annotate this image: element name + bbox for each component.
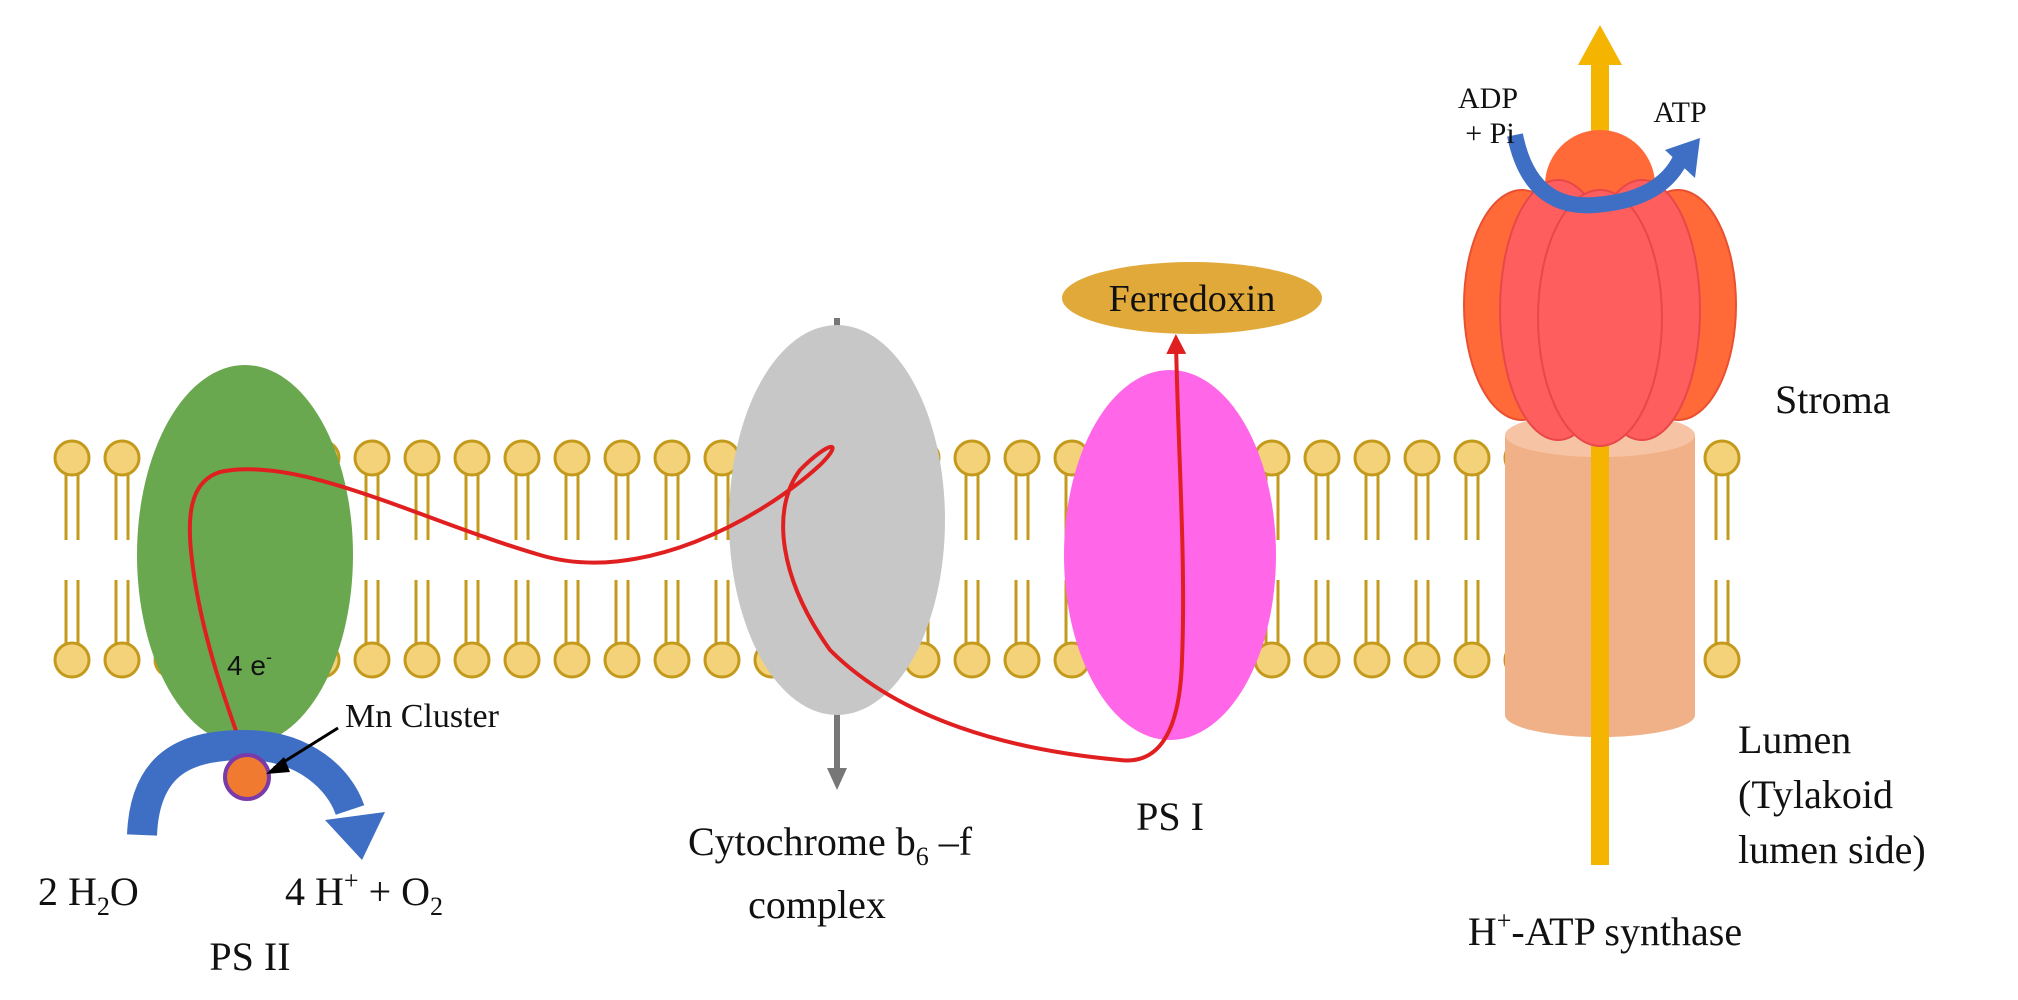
lipid-head <box>1453 641 1491 679</box>
lipid-head <box>1703 641 1741 679</box>
water-label: 2 H2O <box>38 869 139 921</box>
lipid-head <box>1403 439 1441 477</box>
lipid-head <box>553 641 591 679</box>
lipid-head <box>953 641 991 679</box>
lipid-head <box>53 641 91 679</box>
lipid-head <box>403 641 441 679</box>
mn-cluster: Mn Cluster <box>223 698 500 801</box>
lipid-head <box>603 641 641 679</box>
cytochrome-label-line2: complex <box>748 882 886 927</box>
lipid-head <box>1353 439 1391 477</box>
atp-synthase-f1 <box>1463 130 1737 447</box>
ferredoxin: Ferredoxin <box>1062 262 1322 334</box>
ps2-label: PS II <box>209 934 290 979</box>
lipid-head <box>353 641 391 679</box>
lipid-head <box>103 641 141 679</box>
electron-transport-path <box>187 334 1187 763</box>
lipid-head <box>653 439 691 477</box>
cytochrome-complex <box>729 325 945 715</box>
lipid-head <box>103 439 141 477</box>
ps1-complex <box>1064 370 1276 740</box>
lipid-head <box>703 641 741 679</box>
adp-to-atp-arrow <box>1507 133 1700 214</box>
lipid-head <box>953 439 991 477</box>
lipid-head <box>1303 439 1341 477</box>
lipid-head <box>1403 641 1441 679</box>
lumen-label-line2: (Tylakoid <box>1738 772 1893 817</box>
lipid-head <box>453 439 491 477</box>
atp-label: ATP <box>1653 96 1706 129</box>
lipid-head <box>1303 641 1341 679</box>
water-splitting-arrow <box>127 729 385 860</box>
lumen-label-line3: lumen side) <box>1738 827 1926 872</box>
cytochrome-label-line1: Cytochrome b6 –f <box>688 819 973 871</box>
ps1-label: PS I <box>1136 794 1204 839</box>
adp-label-line1: ADP <box>1458 82 1518 115</box>
ferredoxin-label: Ferredoxin <box>1109 278 1276 320</box>
lipid-head <box>1353 641 1391 679</box>
atp-synthase-label: H+-ATP synthase <box>1468 906 1742 954</box>
lipid-head <box>453 641 491 679</box>
lipid-head <box>1003 641 1041 679</box>
lipid-head <box>353 439 391 477</box>
ps2-complex <box>137 365 353 745</box>
four-electrons-label: 4 e- <box>227 647 272 681</box>
lipid-head <box>403 439 441 477</box>
lipid-head <box>503 641 541 679</box>
lipid-head <box>553 439 591 477</box>
lipid-head <box>1003 439 1041 477</box>
lipid-head <box>503 439 541 477</box>
lumen-label-line1: Lumen <box>1738 717 1851 762</box>
adp-label-line2: + Pi <box>1465 117 1514 150</box>
stroma-label: Stroma <box>1775 377 1891 422</box>
mn-cluster-label: Mn Cluster <box>345 698 500 735</box>
lipid-head <box>653 641 691 679</box>
lipid-head <box>53 439 91 477</box>
lipid-head <box>603 439 641 477</box>
proton-oxygen-label: 4 H+ + O2 <box>285 866 443 921</box>
lipid-head <box>1703 439 1741 477</box>
lipid-head <box>1453 439 1491 477</box>
